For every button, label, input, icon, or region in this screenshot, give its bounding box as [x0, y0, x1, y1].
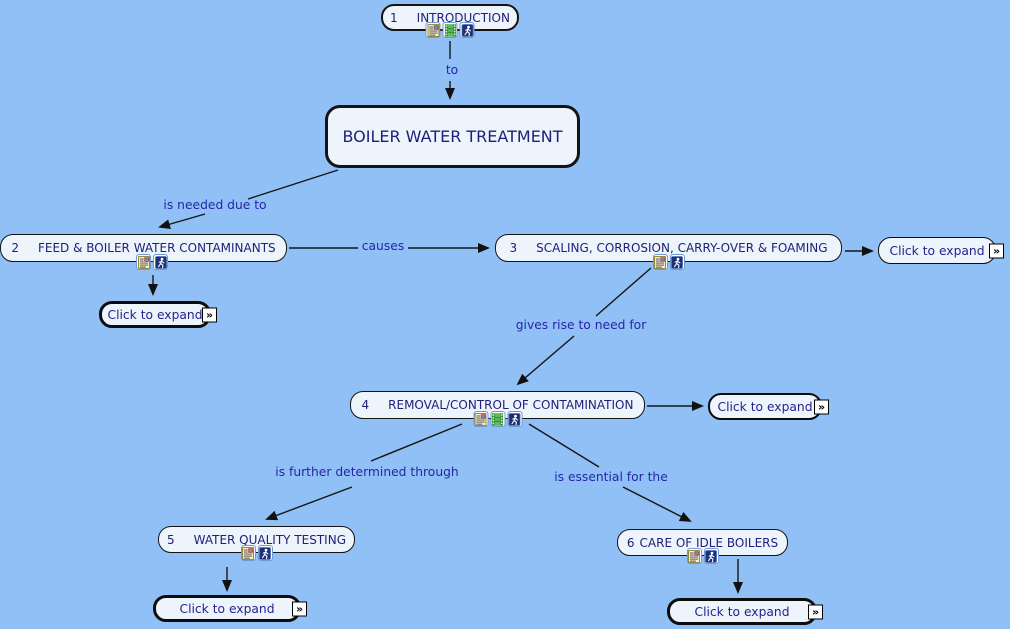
- node-title: WATER QUALITY TESTING: [193, 532, 346, 547]
- concept-node-introduction[interactable]: 1 INTRODUCTION: [381, 4, 519, 38]
- concept-node-contaminants[interactable]: 2 FEED & BOILER WATER CONTAMINANTS: [0, 234, 287, 270]
- linking-phrase-causes: causes: [361, 239, 405, 253]
- linking-phrase-to: to: [445, 63, 459, 77]
- expand-label: Click to expand: [889, 243, 985, 258]
- double-chevron-icon: »: [808, 604, 823, 619]
- root-node-label: BOILER WATER TREATMENT: [342, 127, 563, 146]
- node-title: REMOVAL/CONTROL OF CONTAMINATION: [388, 398, 634, 412]
- expand-label: Click to expand: [717, 399, 813, 414]
- resource-icon-group: [136, 254, 169, 270]
- document-icon[interactable]: [686, 548, 702, 564]
- node-number: 2: [11, 241, 19, 255]
- double-chevron-icon: »: [989, 243, 1004, 258]
- linking-phrase-is-needed-due-to: is needed due to: [163, 198, 267, 212]
- expand-button-testing[interactable]: Click to expand »: [153, 595, 307, 622]
- runner-icon[interactable]: [153, 254, 169, 270]
- linking-phrase-gives-rise-to-need-for: gives rise to need for: [515, 318, 647, 332]
- resource-icon-group: [240, 545, 273, 561]
- document-icon[interactable]: [136, 254, 152, 270]
- node-number: 1: [390, 10, 398, 25]
- double-chevron-icon: »: [292, 601, 307, 616]
- expand-label: Click to expand: [179, 601, 275, 616]
- document-icon[interactable]: [652, 254, 668, 270]
- runner-icon[interactable]: [459, 22, 475, 38]
- concept-node-removal-control[interactable]: 4 REMOVAL/CONTROL OF CONTAMINATION: [350, 391, 645, 427]
- node-number: 3: [509, 241, 518, 255]
- expand-button-removal[interactable]: Click to expand »: [708, 393, 829, 420]
- linking-phrase-is-further-determined-through: is further determined through: [275, 465, 459, 479]
- node-title: FEED & BOILER WATER CONTAMINANTS: [37, 241, 276, 255]
- runner-icon[interactable]: [669, 254, 685, 270]
- concept-node-water-quality-testing[interactable]: 5 WATER QUALITY TESTING: [158, 526, 355, 561]
- node-number: 4: [361, 398, 370, 412]
- resource-icon-group: [652, 254, 685, 270]
- double-chevron-icon: »: [202, 307, 217, 322]
- node-title: CARE OF IDLE BOILERS: [639, 535, 779, 550]
- root-node-boiler-water-treatment[interactable]: BOILER WATER TREATMENT: [325, 105, 580, 168]
- node-number: 5: [166, 532, 175, 547]
- resource-icon-group: [473, 411, 522, 427]
- expand-button-scaling[interactable]: Click to expand »: [878, 237, 1004, 264]
- node-title: INTRODUCTION: [416, 10, 510, 25]
- document-icon[interactable]: [240, 545, 256, 561]
- filmstrip-icon[interactable]: [490, 411, 505, 427]
- resource-icon-group: [425, 22, 475, 38]
- node-number: 6: [626, 535, 635, 550]
- concept-node-scaling-corrosion[interactable]: 3 SCALING, CORROSION, CARRY-OVER & FOAMI…: [495, 234, 842, 270]
- expand-button-idle-boilers[interactable]: Click to expand »: [667, 598, 823, 625]
- filmstrip-icon[interactable]: [442, 22, 458, 38]
- document-icon[interactable]: [473, 411, 488, 427]
- runner-icon[interactable]: [703, 548, 719, 564]
- double-chevron-icon: »: [814, 399, 829, 414]
- expand-label: Click to expand: [107, 307, 203, 322]
- node-title: SCALING, CORROSION, CARRY-OVER & FOAMING: [536, 241, 828, 255]
- runner-icon[interactable]: [507, 411, 522, 427]
- expand-label: Click to expand: [694, 604, 790, 619]
- document-icon[interactable]: [425, 22, 441, 38]
- resource-icon-group: [686, 548, 719, 564]
- linking-phrase-is-essential-for-the: is essential for the: [554, 470, 668, 484]
- expand-button-contaminants[interactable]: Click to expand »: [99, 301, 217, 328]
- concept-node-care-of-idle-boilers[interactable]: 6 CARE OF IDLE BOILERS: [617, 529, 788, 564]
- runner-icon[interactable]: [257, 545, 273, 561]
